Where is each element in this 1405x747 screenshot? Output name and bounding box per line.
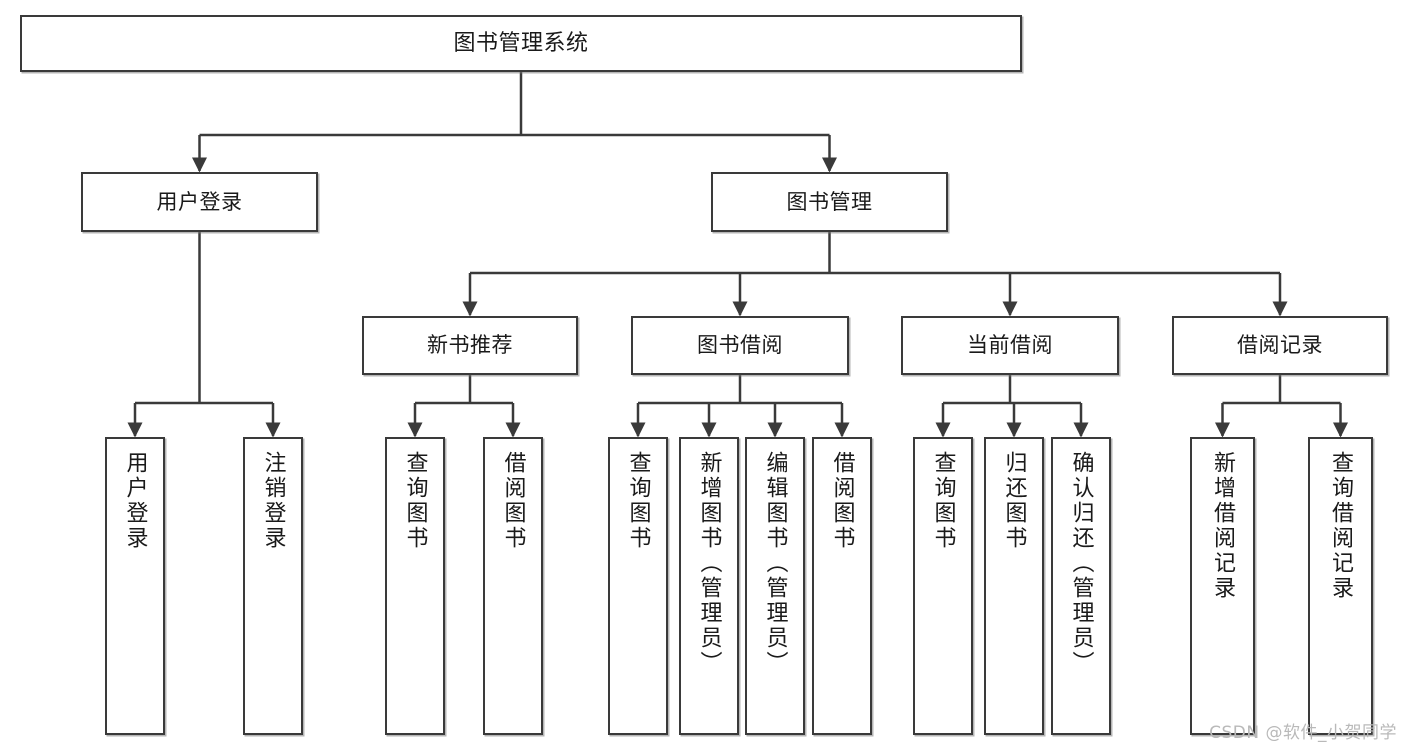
- node-label-new-book-rec: 新书推荐: [427, 333, 513, 358]
- node-new-book-rec[interactable]: 新书推荐: [362, 316, 578, 375]
- node-leaf-add-book[interactable]: 新增图书（管理员）: [679, 437, 739, 735]
- node-label-leaf-edit-book: 编辑图书（管理员）: [762, 451, 788, 676]
- node-label-leaf-user-login: 用户登录: [122, 451, 148, 551]
- node-label-user-login: 用户登录: [156, 189, 243, 214]
- node-leaf-user-login[interactable]: 用户登录: [105, 437, 165, 735]
- node-label-leaf-return-book: 归还图书: [1001, 451, 1027, 551]
- node-label-leaf-logout: 注销登录: [260, 451, 286, 551]
- node-label-leaf-query-book-2: 查询图书: [625, 451, 651, 551]
- node-leaf-edit-book[interactable]: 编辑图书（管理员）: [745, 437, 805, 735]
- node-leaf-query-book-2[interactable]: 查询图书: [608, 437, 668, 735]
- node-book-manage[interactable]: 图书管理: [711, 172, 948, 232]
- node-user-login[interactable]: 用户登录: [81, 172, 318, 232]
- node-label-root: 图书管理系统: [453, 30, 589, 56]
- node-leaf-query-book-1[interactable]: 查询图书: [385, 437, 445, 735]
- node-leaf-return-book[interactable]: 归还图书: [984, 437, 1044, 735]
- node-label-leaf-query-record: 查询借阅记录: [1328, 451, 1354, 601]
- node-root[interactable]: 图书管理系统: [20, 15, 1022, 72]
- node-leaf-query-book-3[interactable]: 查询图书: [913, 437, 973, 735]
- node-label-leaf-query-book-1: 查询图书: [402, 451, 428, 551]
- node-label-borrow-record: 借阅记录: [1237, 333, 1323, 358]
- node-book-borrow[interactable]: 图书借阅: [631, 316, 849, 375]
- node-leaf-confirm-return[interactable]: 确认归还（管理员）: [1051, 437, 1111, 735]
- node-label-leaf-add-record: 新增借阅记录: [1210, 451, 1236, 601]
- node-leaf-borrow-book-2[interactable]: 借阅图书: [812, 437, 872, 735]
- node-label-book-manage: 图书管理: [786, 189, 873, 214]
- node-current-borrow[interactable]: 当前借阅: [901, 316, 1119, 375]
- node-borrow-record[interactable]: 借阅记录: [1172, 316, 1388, 375]
- node-leaf-add-record[interactable]: 新增借阅记录: [1190, 437, 1255, 735]
- watermark: CSDN @软件_小贺同学: [1209, 723, 1397, 743]
- node-leaf-query-record[interactable]: 查询借阅记录: [1308, 437, 1373, 735]
- node-label-leaf-confirm-return: 确认归还（管理员）: [1068, 451, 1094, 676]
- node-label-book-borrow: 图书借阅: [697, 333, 783, 358]
- node-leaf-borrow-book-1[interactable]: 借阅图书: [483, 437, 543, 735]
- node-label-leaf-borrow-book-2: 借阅图书: [829, 451, 855, 551]
- node-label-leaf-add-book: 新增图书（管理员）: [696, 451, 722, 676]
- node-leaf-logout[interactable]: 注销登录: [243, 437, 303, 735]
- node-label-current-borrow: 当前借阅: [967, 333, 1053, 358]
- node-label-leaf-query-book-3: 查询图书: [930, 451, 956, 551]
- node-label-leaf-borrow-book-1: 借阅图书: [500, 451, 526, 551]
